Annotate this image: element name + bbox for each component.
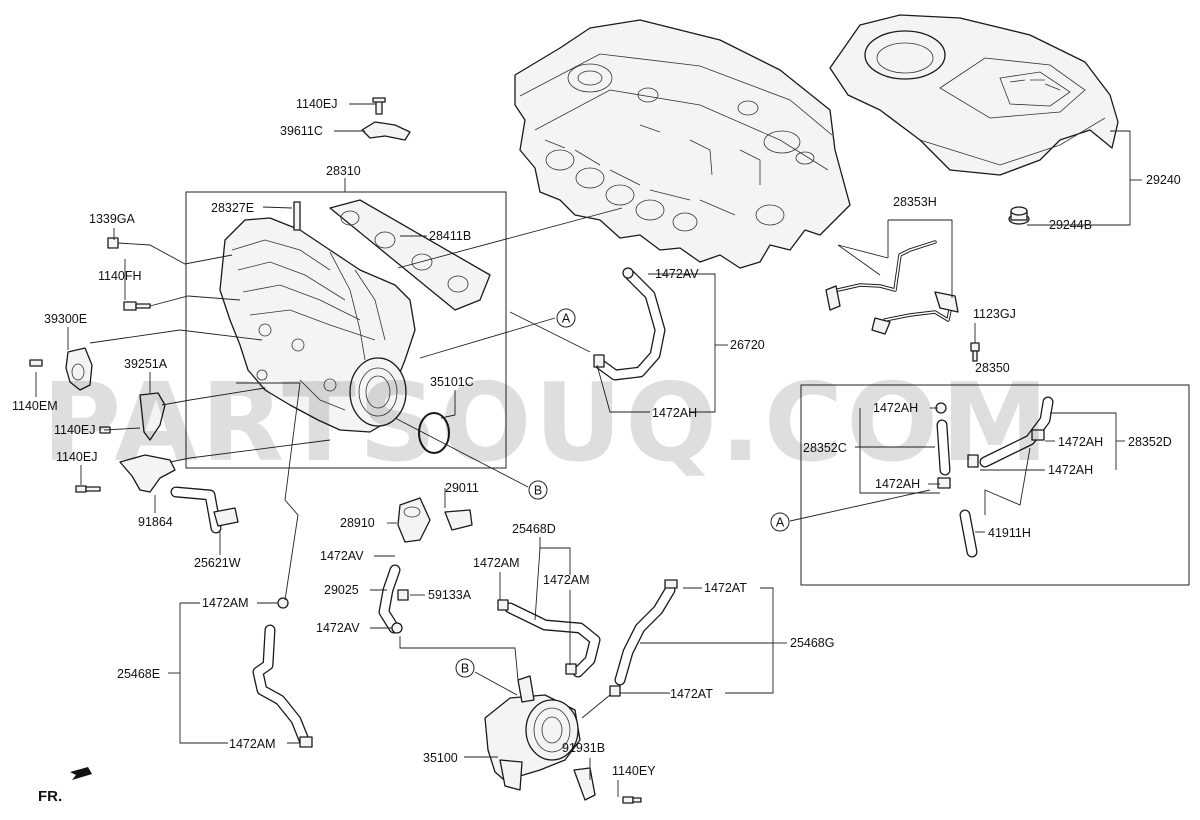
callout-b-throttle[interactable]: B [455, 658, 475, 678]
part-label-29025[interactable]: 29025 [324, 583, 359, 597]
part-label-1140ey[interactable]: 1140EY [612, 764, 656, 778]
watermark: PARTSOUQ.COM [42, 361, 1051, 486]
pcv-hose-box [800, 384, 1190, 586]
part-label-26720[interactable]: 26720 [730, 338, 765, 352]
arrow-icon [70, 767, 92, 780]
engine-cover-drawing [829, 14, 1119, 176]
part-label-1472ah[interactable]: 1472AH [873, 401, 918, 415]
bolts [75, 201, 980, 804]
part-label-91864[interactable]: 91864 [138, 515, 173, 529]
part-label-39611c[interactable]: 39611C [280, 124, 323, 138]
callout-a-box[interactable]: A [770, 512, 790, 532]
sensor-39300e-drawing [29, 347, 93, 391]
part-labels: 1140EJ 39611C 28310 28327E 28411B 1339GA… [12, 97, 1181, 778]
part-label-1472am[interactable]: 1472AM [229, 737, 276, 751]
part-label-91931b[interactable]: 91931B [562, 741, 605, 755]
part-label-28352d[interactable]: 28352D [1128, 435, 1172, 449]
svg-text:A: A [562, 312, 571, 326]
pcv-pipe-28353h-drawing [825, 240, 959, 335]
part-label-29244b[interactable]: 29244B [1049, 218, 1092, 232]
hose-25468d-drawing [497, 599, 601, 678]
part-label-1472at[interactable]: 1472AT [704, 581, 747, 595]
part-label-28327e[interactable]: 28327E [211, 201, 254, 215]
part-label-29240[interactable]: 29240 [1146, 173, 1181, 187]
bracket-39251a-drawing [139, 392, 166, 441]
part-label-39300e[interactable]: 39300E [44, 312, 87, 326]
part-label-28353h[interactable]: 28353H [893, 195, 937, 209]
front-orientation-marker: FR. [38, 767, 92, 805]
part-label-29011[interactable]: 29011 [445, 481, 479, 495]
part-label-1472av[interactable]: 1472AV [655, 267, 699, 281]
part-label-1472ah[interactable]: 1472AH [875, 477, 920, 491]
part-label-39251a[interactable]: 39251A [124, 357, 168, 371]
pipe-25621w-drawing [170, 486, 239, 534]
part-label-1123gj[interactable]: 1123GJ [973, 307, 1016, 321]
part-label-28310[interactable]: 28310 [326, 164, 361, 178]
part-label-28352c[interactable]: 28352C [803, 441, 847, 455]
svg-text:A: A [776, 516, 785, 530]
part-label-1140fh[interactable]: 1140FH [98, 269, 142, 283]
part-label-1472av[interactable]: 1472AV [316, 621, 360, 635]
part-label-1472ah[interactable]: 1472AH [1048, 463, 1093, 477]
part-label-25468e[interactable]: 25468E [117, 667, 160, 681]
part-label-1339ga[interactable]: 1339GA [89, 212, 136, 226]
callout-b-main[interactable]: B [528, 480, 548, 500]
part-label-1472ah[interactable]: 1472AH [652, 406, 697, 420]
leader-lines [35, 103, 1142, 797]
part-label-28411b[interactable]: 28411B [429, 229, 471, 243]
pcv-hoses-28352-drawing [935, 396, 1054, 558]
gasket-drawing [329, 199, 491, 311]
pcv-valve-28910-drawing [378, 497, 473, 634]
grommet-drawing [1008, 206, 1030, 225]
part-label-28350[interactable]: 28350 [975, 361, 1010, 375]
throttle-gasket-ring [418, 412, 450, 454]
svg-text:B: B [461, 662, 469, 676]
part-label-1472am[interactable]: 1472AM [202, 596, 249, 610]
part-label-25468g[interactable]: 25468G [790, 636, 834, 650]
part-label-1472am[interactable]: 1472AM [473, 556, 520, 570]
throttle-body-drawing [484, 675, 596, 801]
callout-a-main[interactable]: A [556, 308, 576, 328]
part-label-1140em[interactable]: 1140EM [12, 399, 58, 413]
part-label-1472av[interactable]: 1472AV [320, 549, 364, 563]
intake-manifold-box [185, 191, 507, 469]
bracket-39611c-drawing [361, 97, 411, 141]
intake-manifold-drawing [219, 217, 416, 433]
part-label-28910[interactable]: 28910 [340, 516, 375, 530]
svg-text:FR.: FR. [38, 788, 62, 805]
part-label-41911h[interactable]: 41911H [988, 526, 1031, 540]
part-label-1472am[interactable]: 1472AM [543, 573, 590, 587]
svg-text:B: B [534, 484, 542, 498]
part-label-25468d[interactable]: 25468D [512, 522, 556, 536]
part-label-25621w[interactable]: 25621W [194, 556, 241, 570]
part-label-1140ej[interactable]: 1140EJ [56, 450, 97, 464]
bracket-91864-drawing [119, 454, 176, 493]
part-label-59133a[interactable]: 59133A [428, 588, 472, 602]
part-label-35101c[interactable]: 35101C [430, 375, 474, 389]
part-label-1140ej[interactable]: 1140EJ [296, 97, 337, 111]
hose-26720-drawing [593, 267, 666, 381]
part-label-1140ej[interactable]: 1140EJ [54, 423, 95, 437]
cylinder-head-drawing [514, 19, 851, 269]
part-label-35100[interactable]: 35100 [423, 751, 458, 765]
hose-25468e-drawing [252, 597, 313, 748]
part-label-1472ah[interactable]: 1472AH [1058, 435, 1103, 449]
part-label-1472at[interactable]: 1472AT [670, 687, 713, 701]
hose-25468g-drawing [609, 579, 678, 697]
